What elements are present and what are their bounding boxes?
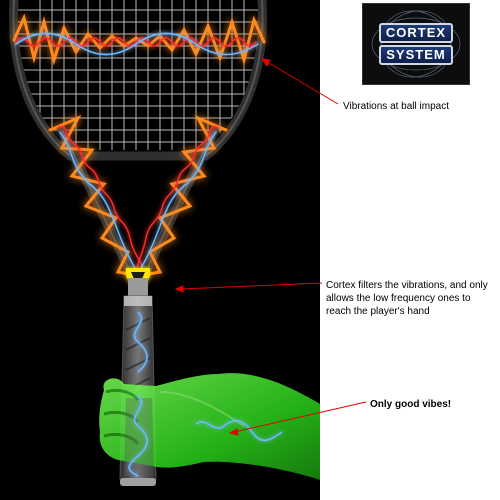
cortex-system-logo: CORTEX SYSTEM <box>362 3 470 85</box>
logo-text-bottom: SYSTEM <box>379 45 453 65</box>
callout-filter: Cortex filters the vibrations, and only … <box>326 280 488 317</box>
callout-impact: Vibrations at ball impact <box>343 101 449 112</box>
arm-vibration-wave <box>195 419 283 442</box>
callout-good-vibes: Only good vibes! <box>370 399 452 410</box>
throat-vibration-right <box>135 114 228 278</box>
green-arm <box>99 373 320 480</box>
callout-arrows <box>174 58 367 436</box>
throat-vibration-left <box>48 114 145 278</box>
logo-swirl-icon <box>371 10 461 78</box>
hand-vibration-wave <box>128 395 148 477</box>
logo-text-top: CORTEX <box>378 23 454 43</box>
